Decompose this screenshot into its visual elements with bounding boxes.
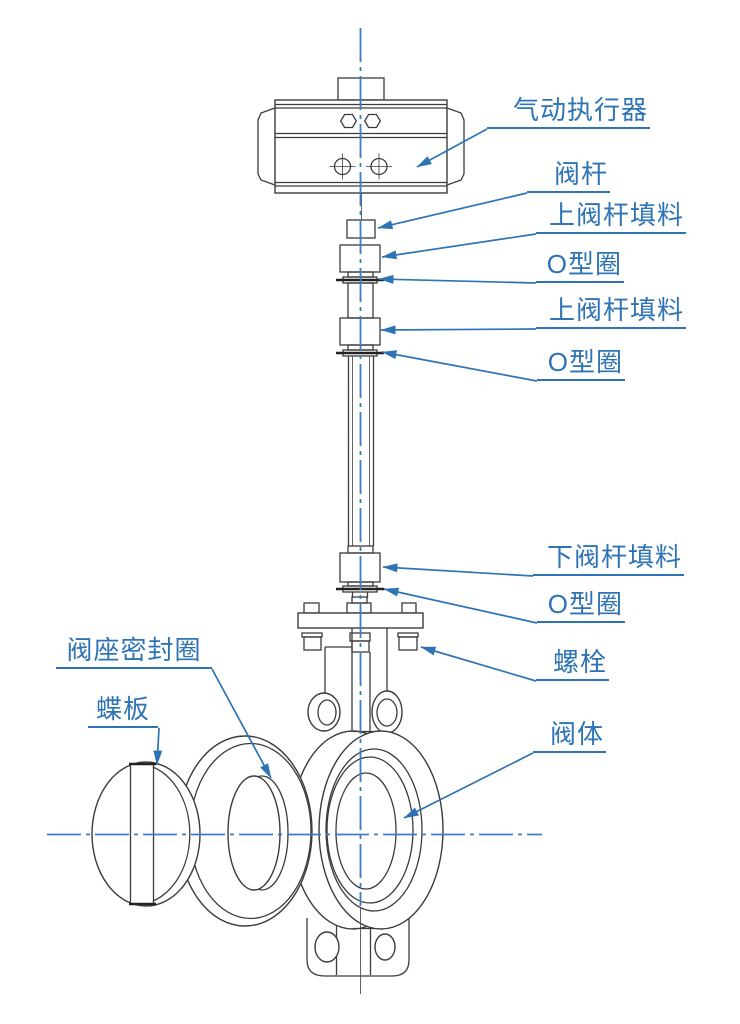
- leader-pneumatic-actuator: [416, 128, 488, 168]
- label-upper-stem-packing-1: 上阀杆填料: [536, 200, 686, 234]
- hex-screw-left: [339, 113, 358, 129]
- lug-hole-right: [374, 933, 396, 961]
- leader-upper-packing-2: [380, 325, 537, 335]
- label-lower-stem-packing: 下阀杆填料: [533, 542, 684, 576]
- leader-arrows: [153, 128, 538, 819]
- hex-screw-right: [363, 113, 382, 129]
- centerlines: [47, 28, 542, 994]
- label-upper-stem-packing-2: 上阀杆填料: [536, 295, 686, 329]
- leader-o-ring-1: [378, 274, 537, 284]
- label-bolt: 螺栓: [536, 647, 609, 681]
- valve-body-drawing: [290, 730, 444, 977]
- leader-valve-body: [403, 752, 534, 819]
- bolt-nut-right: [398, 636, 418, 651]
- label-o-ring-3: O型圈: [537, 589, 625, 623]
- trunnion-bosses-drawing: [307, 690, 403, 734]
- leader-valve-stem: [377, 192, 528, 230]
- leader-lower-packing: [382, 563, 534, 577]
- leader-upper-packing-1: [381, 233, 537, 260]
- bottom-lug: [306, 916, 410, 977]
- label-o-ring-1: O型圈: [536, 249, 624, 283]
- leader-seat-seal-ring: [211, 668, 272, 779]
- label-o-ring-2: O型圈: [537, 347, 625, 381]
- body-bore: [335, 772, 397, 890]
- label-butterfly-disc: 蝶板: [88, 694, 158, 728]
- bolt-nut-left: [303, 636, 322, 651]
- label-pneumatic-actuator: 气动执行器: [487, 95, 650, 129]
- label-valve-body: 阀体: [533, 719, 606, 753]
- leader-o-ring-3: [383, 587, 538, 624]
- label-valve-stem: 阀杆: [527, 159, 610, 193]
- label-seat-seal-ring: 阀座密封圈: [56, 635, 212, 669]
- lug-hole-left: [314, 931, 340, 963]
- leader-o-ring-2: [381, 350, 538, 382]
- seat-ring-drawing: [177, 735, 313, 927]
- leader-butterfly-disc: [153, 727, 163, 766]
- leader-bolt: [420, 646, 537, 682]
